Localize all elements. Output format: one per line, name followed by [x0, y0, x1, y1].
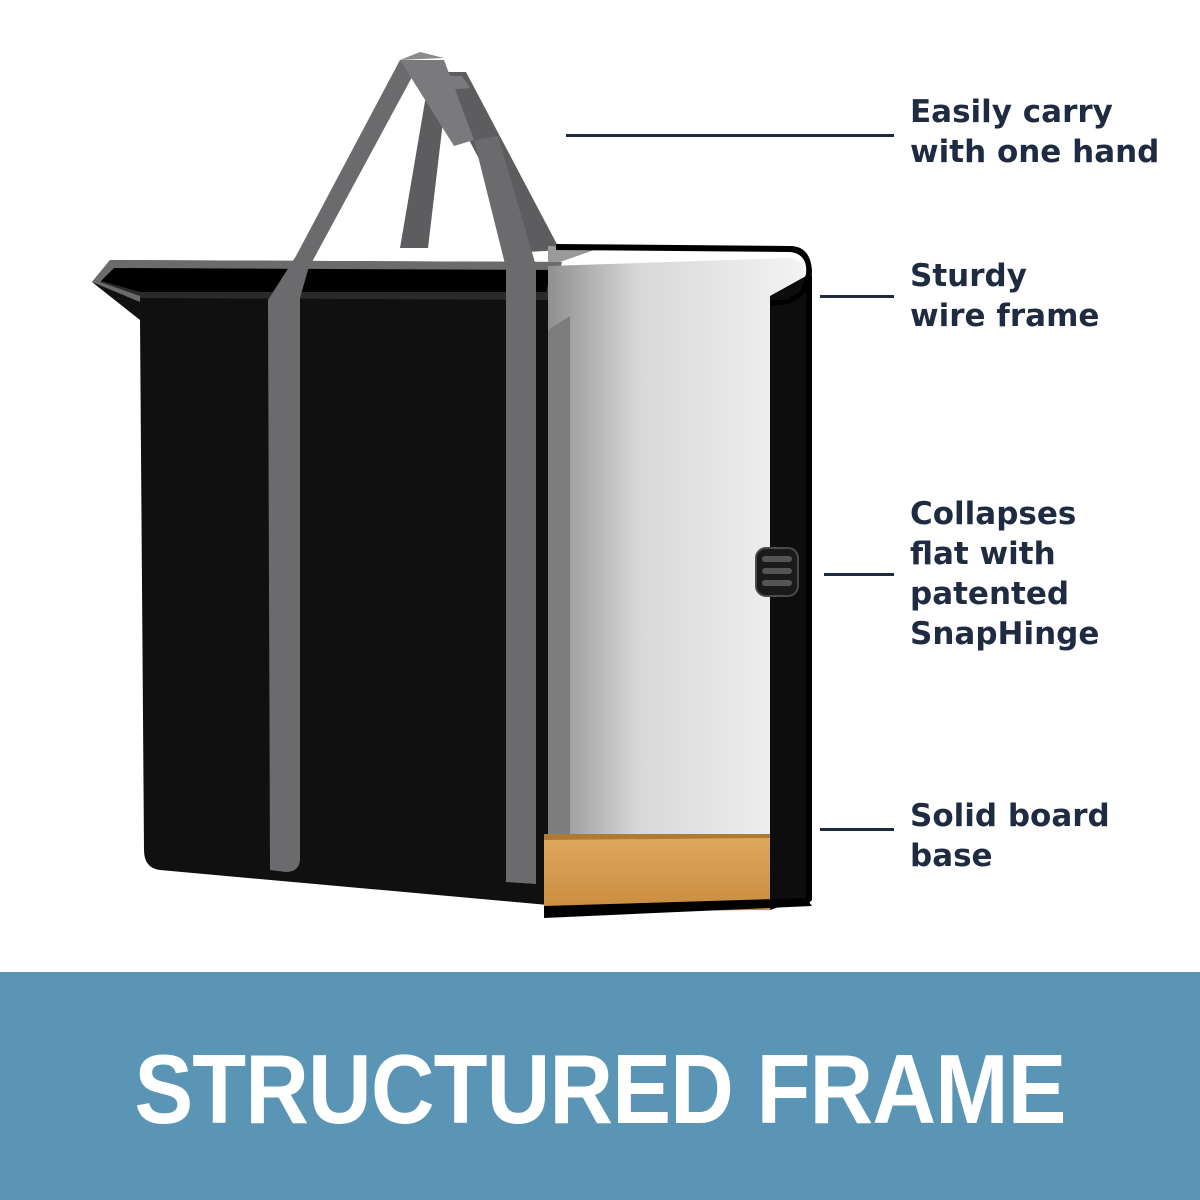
bag-body: CleanAway [92, 260, 562, 905]
callout-text: Easily carry with one hand [910, 94, 1160, 170]
feature-banner: STRUCTURED FRAME [0, 972, 1200, 1200]
front-strap-right [400, 52, 536, 884]
callout-line [820, 295, 894, 298]
callout-line [824, 573, 894, 576]
front-strap-left [268, 60, 418, 872]
board-base [544, 834, 770, 912]
frame-side-panel [544, 244, 812, 918]
callout-text: Sturdy wire frame [910, 258, 1100, 334]
laundry-bag-illustration: CleanAway [92, 52, 812, 918]
callout-text: Solid board base [910, 798, 1110, 874]
snaphinge-icon [755, 547, 799, 597]
callout-line [820, 828, 894, 831]
cutaway-interior [544, 246, 804, 912]
banner-title: STRUCTURED FRAME [134, 1033, 1066, 1144]
callout-text: Collapses flat with patented SnapHinge [910, 496, 1100, 652]
callout-line [566, 134, 894, 137]
